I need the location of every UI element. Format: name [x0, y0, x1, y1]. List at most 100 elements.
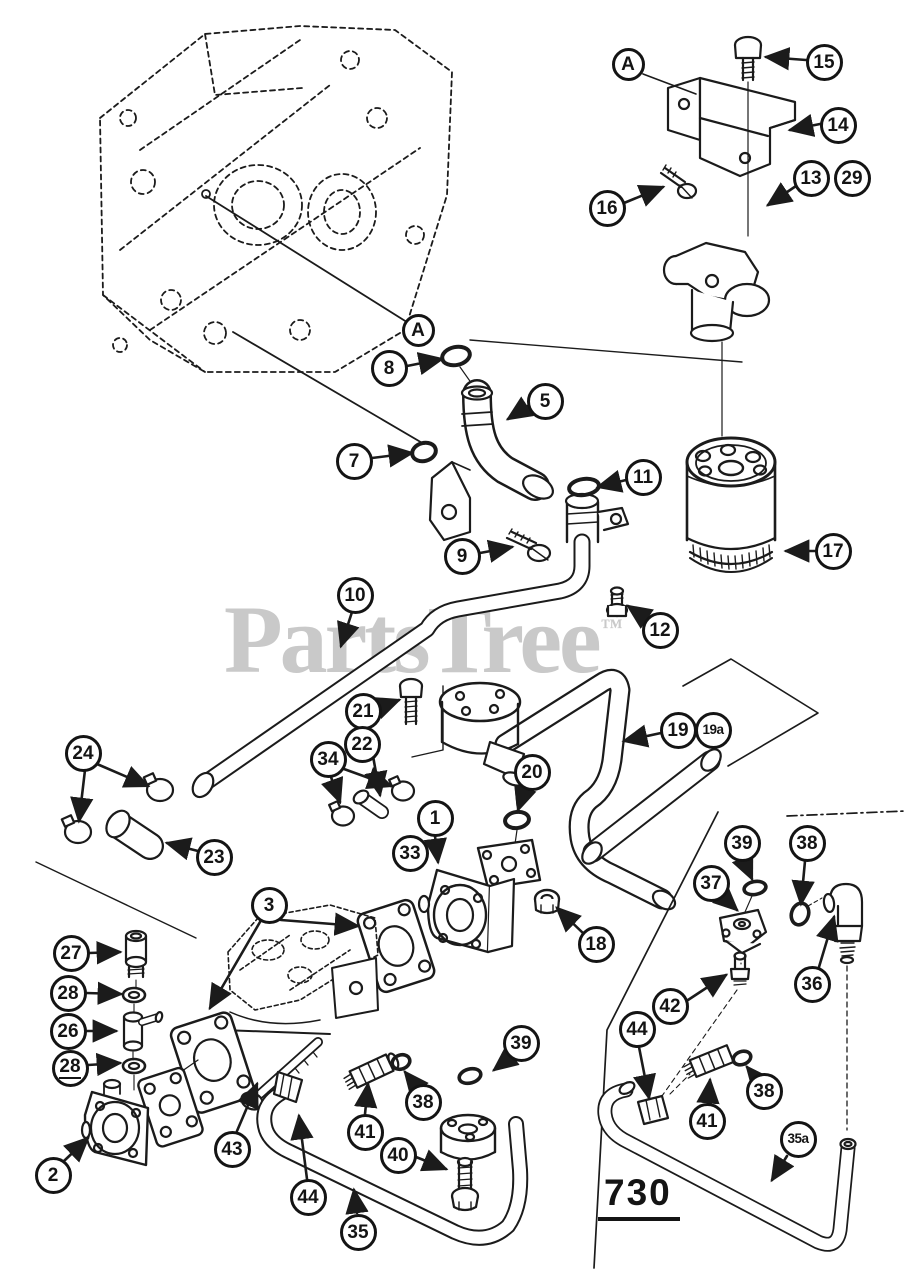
- fitting-41-right: [683, 1044, 735, 1079]
- callout-label: 29: [841, 167, 863, 189]
- callout-label: 3: [263, 894, 275, 916]
- callout-13: 13: [792, 159, 830, 197]
- callout-44: 44: [618, 1010, 656, 1048]
- trademark-symbol: ™: [600, 614, 623, 639]
- bolt-21: [398, 677, 424, 726]
- callout-label: 38: [412, 1091, 434, 1113]
- callout-label: A: [411, 319, 425, 341]
- callout-label: 41: [696, 1110, 718, 1132]
- y-pipe: [428, 379, 554, 542]
- pump-2: [80, 1066, 204, 1167]
- callout-44: 44: [289, 1178, 327, 1216]
- callout-19a: 19a: [694, 711, 732, 749]
- callout-41: 41: [346, 1113, 384, 1151]
- filter-head: [469, 241, 771, 437]
- callout-12: 12: [641, 611, 679, 649]
- callout-14: 14: [819, 106, 857, 144]
- clamps-24-spacer-23: [35, 772, 197, 939]
- callout-36: 36: [793, 965, 831, 1003]
- gasket-plate-left: [151, 1011, 256, 1114]
- bracket-bolt: [733, 35, 763, 237]
- detail-a-leader: [201, 189, 425, 445]
- fitting-27: [124, 929, 148, 989]
- callout-label: 18: [585, 933, 607, 955]
- fitting-12: [605, 586, 629, 618]
- callout-10: 10: [336, 576, 374, 614]
- hose-35a: [597, 1081, 857, 1252]
- callout-label: 9: [456, 545, 468, 567]
- callout-label: 15: [813, 51, 835, 73]
- callout-label: 10: [344, 584, 366, 606]
- callout-29: 29: [833, 159, 871, 197]
- callout-label: 38: [753, 1080, 775, 1102]
- callout-label: 24: [72, 742, 94, 764]
- callout-8: 8: [370, 349, 408, 387]
- callout-28: 28: [49, 974, 87, 1012]
- callout-label: 44: [297, 1186, 319, 1208]
- callout-A: A: [611, 47, 645, 81]
- callout-label: 35a: [787, 1131, 809, 1147]
- callout-label: 1: [429, 807, 441, 829]
- callout-3: 3: [250, 886, 288, 924]
- callout-label: 23: [203, 846, 225, 868]
- callout-label: 35: [347, 1221, 369, 1243]
- figure-number: 730: [604, 1172, 672, 1213]
- section-boundary: [593, 810, 905, 1269]
- callout-label: 7: [348, 450, 360, 472]
- callout-35a: 35a: [779, 1120, 817, 1158]
- oring-38-bottom: [731, 1049, 753, 1067]
- callout-9: 9: [443, 537, 481, 575]
- callout-33: 33: [391, 834, 429, 872]
- bracket-screw: [659, 164, 698, 200]
- callout-39: 39: [502, 1024, 540, 1062]
- washer-28-lower: [121, 1057, 147, 1091]
- hose-35: [256, 1082, 529, 1246]
- callout-label: 43: [221, 1138, 243, 1160]
- callout-label: 20: [521, 761, 543, 783]
- callout-34: 34: [309, 740, 347, 778]
- oring-38-left: [390, 1052, 412, 1072]
- callout-42: 42: [651, 987, 689, 1025]
- oring-39-left: [457, 1066, 483, 1086]
- callout-label: 5: [539, 390, 551, 412]
- tube-19a: [581, 658, 819, 865]
- callout-A: A: [401, 313, 435, 347]
- callout-26: 26: [49, 1012, 87, 1050]
- callout-label: 27: [60, 942, 82, 964]
- callout-label: 34: [317, 748, 339, 770]
- pump-1: [417, 838, 542, 954]
- callout-label: 28: [57, 982, 79, 1004]
- callout-label: 12: [649, 619, 671, 641]
- callout-label: 21: [352, 700, 374, 722]
- elbow-36: [822, 882, 864, 1131]
- flange-block-37: [718, 908, 768, 965]
- callout-28: 28: [51, 1049, 89, 1087]
- callout-label: 14: [827, 114, 849, 136]
- pipe-stub: [564, 492, 630, 544]
- engine-block: [99, 25, 453, 373]
- callout-label: 38: [796, 832, 818, 854]
- callout-label: 39: [731, 832, 753, 854]
- callout-label: 8: [383, 357, 395, 379]
- callout-label: 44: [626, 1018, 648, 1040]
- callout-17: 17: [814, 532, 852, 570]
- callout-16: 16: [588, 189, 626, 227]
- callout-label: 19: [667, 719, 689, 741]
- callout-label: 2: [47, 1164, 59, 1186]
- callout-label: 41: [354, 1121, 376, 1143]
- oil-filter: [685, 436, 777, 573]
- elbow-26: [122, 1011, 164, 1061]
- callout-label: 28: [59, 1056, 81, 1079]
- callout-18: 18: [577, 925, 615, 963]
- callout-38: 38: [788, 824, 826, 862]
- callout-label: 17: [822, 540, 844, 562]
- callout-label: 42: [659, 995, 681, 1017]
- callout-15: 15: [805, 43, 843, 81]
- callout-label: 36: [801, 973, 823, 995]
- leader-arrows: [62, 47, 839, 1215]
- callout-22: 22: [343, 725, 381, 763]
- callout-5: 5: [526, 382, 564, 420]
- callout-20: 20: [513, 753, 551, 791]
